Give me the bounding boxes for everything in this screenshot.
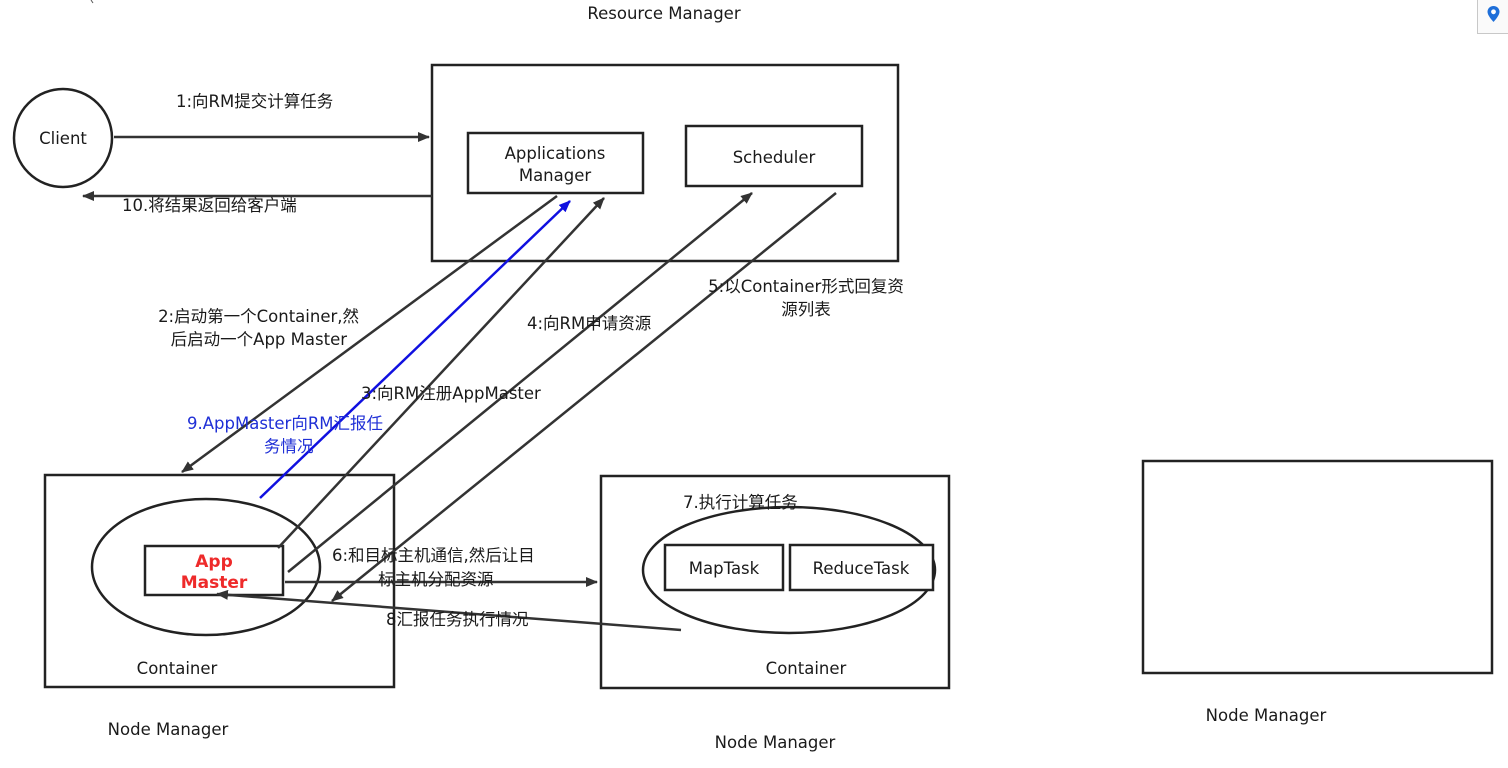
client-label: Client — [39, 129, 87, 148]
arrow-step8 — [216, 589, 682, 632]
node-manager-middle-label: Node Manager — [715, 733, 836, 752]
app-master-label-line1: App — [195, 552, 233, 572]
maptask-box — [663, 543, 785, 592]
step3-label: 3:向RM注册AppMaster — [361, 384, 541, 403]
node-manager-left-label: Node Manager — [108, 720, 229, 739]
container-left-label: Container — [137, 659, 218, 678]
arrow-step5 — [331, 192, 837, 602]
app-master-label-line2: Master — [181, 573, 248, 593]
app-master-box — [143, 544, 285, 597]
client-node — [12, 87, 114, 189]
reducetask-box — [788, 543, 935, 592]
node-manager-right-label: Node Manager — [1206, 706, 1327, 725]
node-manager-right-box — [1141, 459, 1494, 675]
applications-manager-box — [466, 131, 645, 195]
step9-label-line1: 9.AppMaster向RM汇报任 — [187, 414, 383, 433]
step9-label-line2: 务情况 — [264, 437, 314, 456]
step5-label-line2: 源列表 — [781, 300, 831, 319]
step10-label: 10.将结果返回给客户端 — [122, 196, 297, 215]
arrow-step4 — [287, 192, 753, 573]
step6-label-line2: 标主机分配资源 — [378, 570, 494, 589]
arrow-step3 — [277, 197, 605, 549]
corner-tick — [90, 0, 94, 4]
step1-label: 1:向RM提交计算任务 — [176, 92, 333, 111]
step4-label: 4:向RM申请资源 — [527, 314, 651, 333]
container-right-label: Container — [766, 659, 847, 678]
step5-label-line1: 5:以Container形式回复资 — [708, 277, 904, 296]
step2-label-line1: 2:启动第一个Container,然 — [158, 307, 359, 326]
location-pin-button[interactable] — [1477, 0, 1508, 34]
step6-label-line1: 6:和目标主机通信,然后让目 — [332, 546, 535, 565]
reducetask-label: ReduceTask — [813, 559, 910, 578]
step8-label: 8汇报任务执行情况 — [386, 610, 529, 629]
arrow-step9 — [259, 200, 571, 499]
location-pin-icon — [1487, 6, 1500, 22]
resource-manager-title: Resource Manager — [587, 4, 740, 23]
step2-label-line2: 后启动一个App Master — [171, 330, 348, 349]
scheduler-label: Scheduler — [733, 148, 816, 167]
arrow-step2 — [181, 194, 558, 474]
maptask-label: MapTask — [689, 559, 760, 578]
step7-label: 7.执行计算任务 — [683, 493, 798, 512]
scheduler-box — [684, 124, 864, 188]
applications-manager-label-line1: Applications — [505, 144, 606, 163]
applications-manager-label-line2: Manager — [519, 166, 592, 185]
